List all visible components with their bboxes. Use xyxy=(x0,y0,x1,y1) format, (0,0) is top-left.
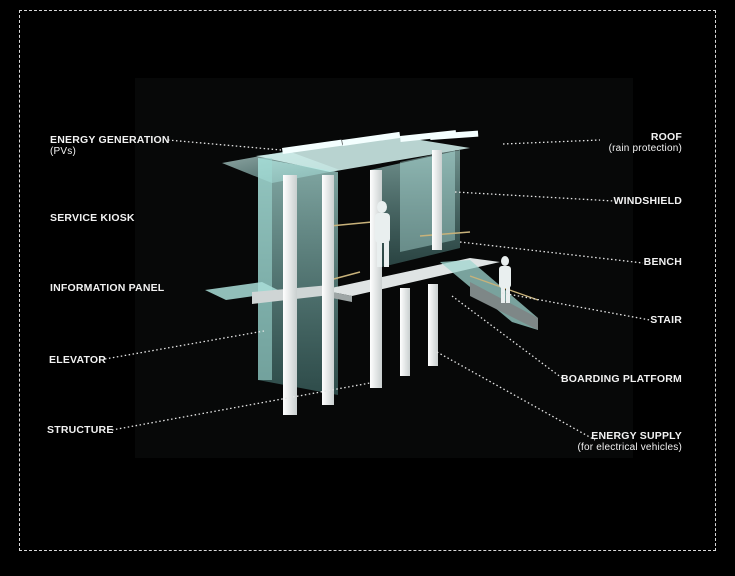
dashed-frame xyxy=(19,10,716,551)
label-elevator: ELEVATOR xyxy=(49,354,106,366)
leader-elevator xyxy=(104,330,265,360)
leader-lines xyxy=(104,139,651,441)
label-information-panel: INFORMATION PANEL xyxy=(50,282,164,294)
boarding-platform-title: BOARDING PLATFORM xyxy=(560,373,682,385)
stair-shape xyxy=(440,260,539,330)
leader-bench xyxy=(459,241,644,264)
structure-columns xyxy=(283,150,442,415)
label-structure: STRUCTURE xyxy=(47,424,114,436)
elevator-title: ELEVATOR xyxy=(49,354,107,366)
label-windshield: WINDSHIELD xyxy=(614,195,683,207)
elevator-shaft xyxy=(258,158,338,395)
leader-windshield xyxy=(454,191,615,202)
energy-supply-title: ENERGY SUPPLY xyxy=(591,430,682,442)
bench-title: BENCH xyxy=(643,256,682,268)
human-figures xyxy=(375,201,511,303)
railing xyxy=(329,221,471,281)
label-stair: STAIR xyxy=(650,314,682,326)
info-panel-shape xyxy=(205,282,282,300)
roof-sub: (rain protection) xyxy=(608,143,682,154)
label-service-kiosk: SERVICE KIOSK xyxy=(50,212,135,224)
roof-title: ROOF xyxy=(650,131,682,143)
label-boarding-platform: BOARDING PLATFORM xyxy=(561,373,682,385)
energy-generation-title: ENERGY GENERATION xyxy=(50,134,170,146)
service-kiosk-title: SERVICE KIOSK xyxy=(50,212,135,224)
label-energy-supply: ENERGY SUPPLY (for electrical vehicles) xyxy=(578,430,682,454)
leader-boarding-platform xyxy=(451,295,563,379)
windshield-title: WINDSHIELD xyxy=(613,195,682,207)
information-panel-title: INFORMATION PANEL xyxy=(50,282,165,294)
label-energy-generation: ENERGY GENERATION (PVs) xyxy=(50,134,170,158)
leader-roof xyxy=(502,139,601,145)
structure-title: STRUCTURE xyxy=(47,424,114,436)
stair-title: STAIR xyxy=(650,314,682,326)
leader-energy-generation xyxy=(167,139,282,151)
leader-stair xyxy=(501,292,651,321)
energy-generation-sub: (PVs) xyxy=(50,146,76,157)
energy-supply-sub: (for electrical vehicles) xyxy=(577,442,682,453)
label-bench: BENCH xyxy=(644,256,682,268)
label-roof: ROOF (rain protection) xyxy=(609,131,682,155)
leader-energy-supply xyxy=(436,351,596,441)
